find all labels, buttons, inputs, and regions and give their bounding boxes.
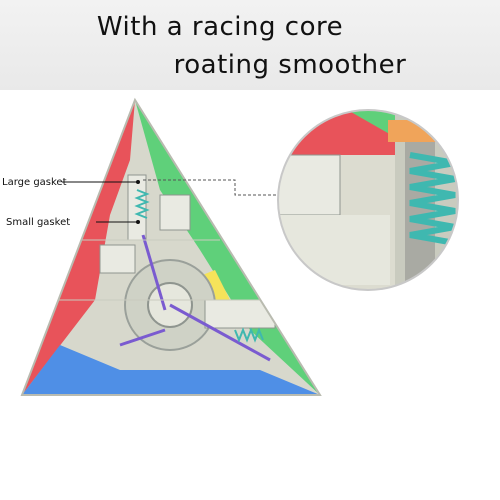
zoom-detail-circle (277, 109, 459, 291)
pyraminx-cutaway-diagram (20, 97, 459, 396)
large-gasket-label: Large gasket (2, 177, 67, 188)
banner-title-line-2: roating smoother (173, 50, 407, 80)
spring-icon (134, 189, 264, 343)
blue-face (22, 345, 320, 395)
small-gasket-label: Small gasket (6, 217, 71, 228)
title-banner: With a racing core roating smoother (0, 0, 500, 90)
large-spring-icon (409, 152, 456, 246)
banner-title-line-1: With a racing core (96, 12, 344, 42)
leader-line (143, 179, 278, 196)
